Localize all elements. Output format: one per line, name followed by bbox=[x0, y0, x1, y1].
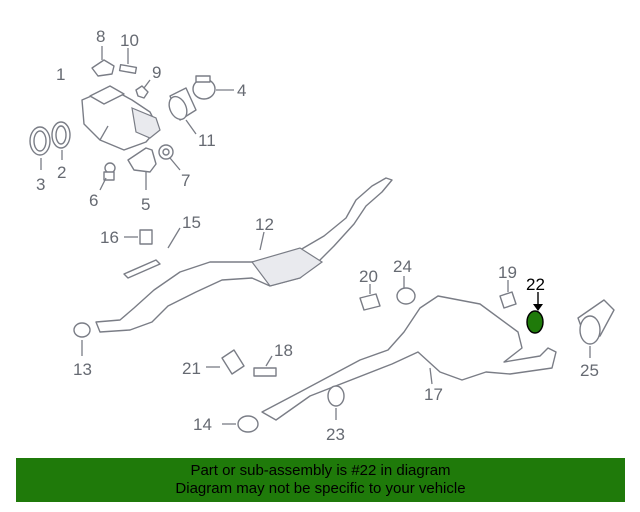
part-22-highlighted bbox=[526, 292, 544, 334]
callout-1: 1 bbox=[56, 65, 65, 84]
part-10-bolt bbox=[118, 48, 138, 75]
callout-14: 14 bbox=[193, 415, 212, 434]
part-7-nut bbox=[158, 144, 181, 171]
callout-22: 22 bbox=[526, 275, 545, 294]
callout-11: 11 bbox=[198, 131, 216, 150]
banner-line-2: Diagram may not be specific to your vehi… bbox=[175, 480, 466, 497]
part-1-catalytic-converter bbox=[81, 85, 161, 151]
part-6-bolt bbox=[99, 162, 116, 191]
part-3-clamp bbox=[29, 126, 51, 170]
part-18-clamp bbox=[253, 355, 277, 377]
callout-16: 16 bbox=[100, 228, 119, 247]
callout-4: 4 bbox=[237, 81, 246, 100]
callout-19: 19 bbox=[498, 263, 517, 282]
part-23-hanger bbox=[327, 385, 345, 420]
callout-20: 20 bbox=[359, 267, 378, 286]
part-13-hanger bbox=[73, 322, 91, 356]
callout-18: 18 bbox=[274, 341, 293, 360]
part-9-sensor bbox=[135, 79, 151, 99]
part-16-clip bbox=[124, 229, 153, 245]
callout-23: 23 bbox=[326, 425, 345, 444]
callout-3: 3 bbox=[36, 175, 45, 194]
part-4-clamp bbox=[192, 75, 234, 100]
part-17-rear-muffler bbox=[261, 295, 557, 421]
callout-6: 6 bbox=[89, 191, 98, 210]
callout-13: 13 bbox=[73, 360, 92, 379]
banner-line-1: Part or sub-assembly is #22 in diagram bbox=[190, 462, 451, 479]
callout-17: 17 bbox=[424, 385, 443, 404]
part-24-hanger bbox=[396, 276, 416, 305]
callout-24: 24 bbox=[393, 257, 412, 276]
callout-8: 8 bbox=[96, 27, 105, 46]
callout-12: 12 bbox=[255, 215, 274, 234]
part-2-gasket bbox=[51, 121, 71, 160]
part-25-tailpipe bbox=[577, 299, 615, 358]
part-20-bracket bbox=[359, 284, 381, 311]
part-21-hanger bbox=[206, 349, 245, 375]
exhaust-parts-diagram: 1 2 3 4 5 6 7 8 9 10 11 12 13 14 15 16 1… bbox=[29, 27, 615, 444]
callout-9: 9 bbox=[152, 63, 161, 82]
part-5-bracket bbox=[127, 147, 157, 190]
part-15-sensor bbox=[123, 227, 181, 279]
info-banner: Part or sub-assembly is #22 in diagram D… bbox=[16, 458, 625, 502]
part-11-coupler bbox=[168, 87, 197, 135]
callout-21: 21 bbox=[182, 359, 201, 378]
callout-10: 10 bbox=[120, 31, 139, 50]
callout-15: 15 bbox=[182, 213, 201, 232]
part-8-bracket bbox=[91, 46, 115, 77]
callout-5: 5 bbox=[141, 195, 150, 214]
callout-2: 2 bbox=[57, 163, 66, 182]
part-14-clamp bbox=[222, 415, 259, 433]
callout-25: 25 bbox=[580, 361, 599, 380]
callout-7: 7 bbox=[181, 171, 190, 190]
part-12-intermediate-pipe bbox=[95, 177, 393, 333]
part-19-bracket bbox=[499, 280, 517, 309]
